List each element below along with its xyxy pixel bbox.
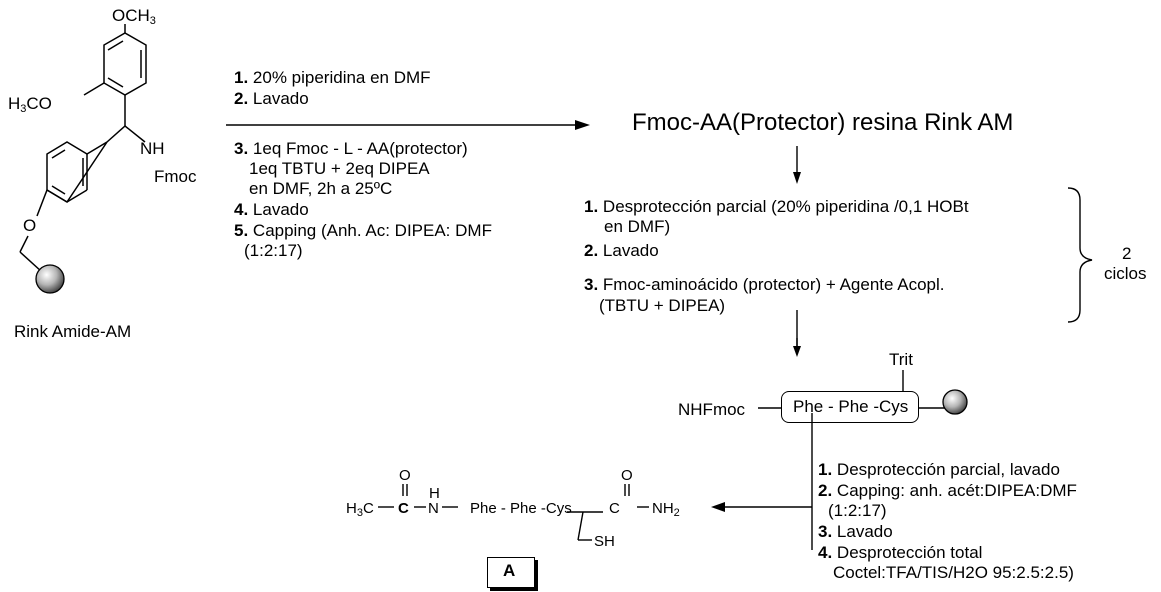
peptide-resin-lines xyxy=(758,370,948,550)
product-1: Fmoc-AA(Protector) resina Rink AM xyxy=(632,109,1014,136)
product-A-n: N xyxy=(428,500,439,517)
final-line-5: 4. Desprotección total xyxy=(818,543,983,562)
fmoc-label: Fmoc xyxy=(154,167,197,186)
product-A-label-box xyxy=(487,557,535,588)
product-A-sh: SH xyxy=(594,533,615,550)
h3co-label: H3CO xyxy=(8,94,52,115)
bottom-benzene-ring xyxy=(46,141,108,204)
product-A-h3c: H3C xyxy=(346,500,374,519)
arrow-step1 xyxy=(226,120,590,130)
top-benzene-ring xyxy=(103,32,147,96)
cycle-brace xyxy=(1067,187,1093,323)
final-line-1: 1. Desprotección parcial, lavado xyxy=(818,460,1060,479)
peptide-sequence: Phe - Phe -Cys xyxy=(793,397,909,416)
cycle-line-2: 2. Lavado xyxy=(584,241,659,260)
step1-line-3: 3. 1eq Fmoc - L - AA(protector) xyxy=(234,139,468,158)
peptide-sequence-box xyxy=(781,391,919,423)
resin-bead-2 xyxy=(942,389,968,415)
final-line-6: Coctel:TFA/TIS/H2O 95:2.5:2.5) xyxy=(833,563,1074,582)
resin-bead-1 xyxy=(35,264,65,294)
arrow-down-1 xyxy=(793,146,801,184)
final-line-2: 2. Capping: anh. acét:DIPEA:DMF xyxy=(818,481,1077,500)
product-A-bonds xyxy=(378,484,649,541)
step1-line-1: 1. 20% piperidina en DMF xyxy=(234,68,431,87)
product-A-o1: O xyxy=(399,467,411,484)
cycle-count: 2 xyxy=(1122,244,1132,263)
product-A-h: H xyxy=(429,485,440,502)
step1-line-8: (1:2:17) xyxy=(244,241,303,260)
arrow-down-2 xyxy=(793,310,801,357)
nh-label: NH xyxy=(140,139,165,158)
cycle-count-label: ciclos xyxy=(1104,264,1147,283)
product-A-sequence: Phe - Phe -Cys xyxy=(470,500,572,517)
final-line-3: (1:2:17) xyxy=(828,501,887,520)
product-A-label: A xyxy=(503,561,516,580)
step1-line-7: 5. Capping (Anh. Ac: DIPEA: DMF xyxy=(234,221,492,240)
cycle-line-1b: en DMF) xyxy=(604,217,671,236)
arrow-to-product xyxy=(711,502,812,512)
resin-name: Rink Amide-AM xyxy=(14,322,132,341)
cycle-line-3b: (TBTU + DIPEA) xyxy=(599,296,726,315)
cycle-line-3: 3. Fmoc-aminoácido (protector) + Agente … xyxy=(584,275,945,294)
product-A-c2: C xyxy=(609,500,620,517)
step1-line-5: en DMF, 2h a 25ºC xyxy=(249,179,393,198)
o-label: O xyxy=(23,216,37,235)
final-line-4: 3. Lavado xyxy=(818,522,893,541)
step1-line-2: 2. Lavado xyxy=(234,89,309,108)
step1-line-6: 4. Lavado xyxy=(234,200,309,219)
och3-label: OCH3 xyxy=(112,6,156,27)
product-A-o2: O xyxy=(621,467,633,484)
product-A-nh2: NH2 xyxy=(652,500,680,519)
nhfmoc-label: NHFmoc xyxy=(678,400,746,419)
cycle-line-1: 1. Desprotección parcial (20% piperidina… xyxy=(584,197,969,216)
trit-label: Trit xyxy=(889,350,913,369)
rink-amide-structure xyxy=(19,24,147,273)
product-A-carbonyl-c: C xyxy=(398,500,409,517)
step1-line-4: 1eq TBTU + 2eq DIPEA xyxy=(249,159,430,178)
